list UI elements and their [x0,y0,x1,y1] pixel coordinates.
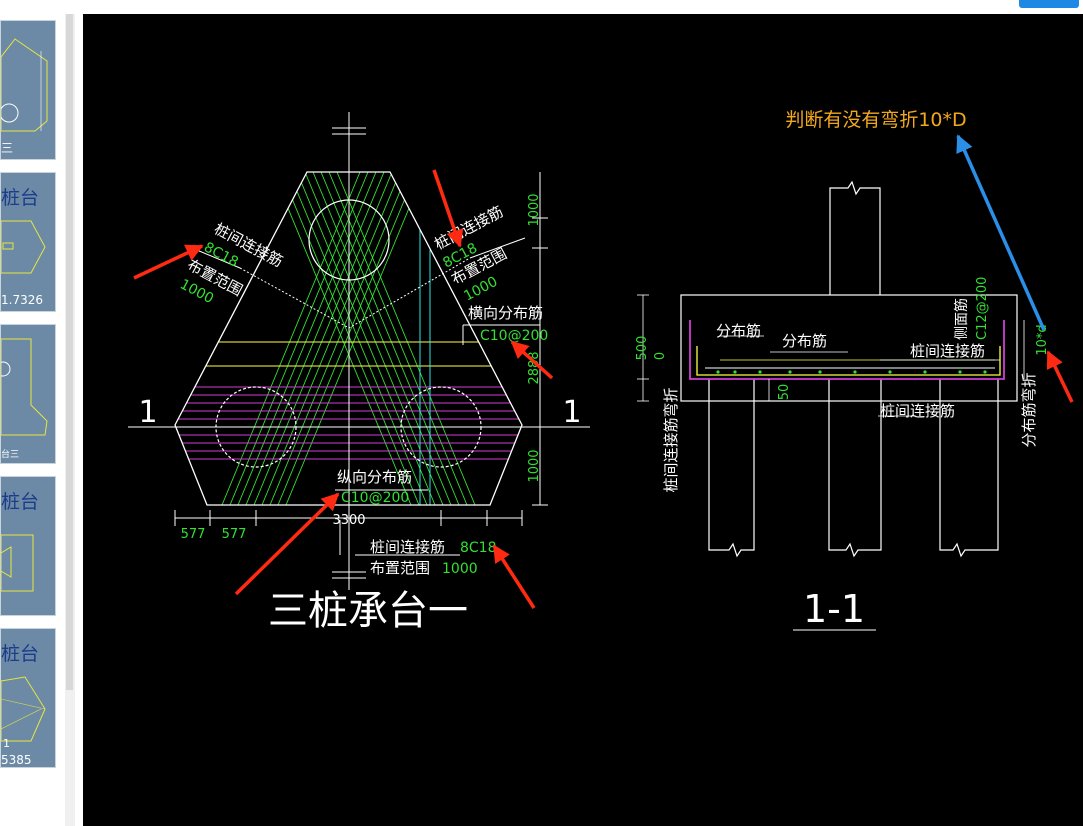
annotation-text: 判断有没有弯折10*D [785,109,966,131]
thumbnail-preview [1,534,34,592]
top-bar [0,0,1083,14]
section-connection-label-bottom: 桩间连接筋 [880,402,955,420]
svg-text:1: 1 [3,737,10,750]
thumbnail-3[interactable]: 台三 [0,324,56,464]
thumbnail-caption: 1.7326 [1,293,43,307]
side-bar-label: 侧面筋 [953,298,970,340]
thumbnail-preview [1,338,48,436]
longitudinal-label: 纵向分布筋 [337,468,412,486]
bottom-connection-spec: 8C18 [460,540,497,556]
transverse-label: 横向分布筋 [468,304,543,322]
thumbnail-caption: 台三 [1,450,20,460]
thumbnail-5[interactable]: 桩台 1 5385 [0,628,56,768]
right-vertical-label: 分布筋弯折 [1020,372,1038,447]
cad-drawing: 桩间连接筋 8C18 布置范围 1000 桩间连接筋 8C18 布置范围 100… [128,109,1074,634]
thumbnail-sidebar: 三 桩台 1.7326 台三 桩台 桩台 1 5385 [0,14,64,826]
section-distribution-label-2: 分布筋 [782,332,827,350]
red-arrow-section [1046,350,1074,403]
longitudinal-spec: C10@200 [341,490,409,506]
blue-arrow-annotation [956,134,1046,331]
left-vertical-label: 桩间连接筋弯折 [662,387,680,492]
red-arrow-bottom [492,544,536,609]
rebar-hatching [175,172,522,505]
thumbnail-2[interactable]: 桩台 1.7326 [0,172,56,312]
dim-top: 1000 [527,193,542,226]
section-distribution-label-1: 分布筋 [716,322,761,340]
thumbnail-1[interactable]: 三 [0,20,56,160]
dim-0: 0 [653,352,668,360]
thumbnail-preview [1,38,48,132]
thumbnail-title: 桩台 [1,187,40,209]
dim-577-right: 577 [222,527,247,542]
side-bar-spec: C12@200 [975,277,990,340]
section-view [637,180,1025,631]
bottom-connection-label: 桩间连接筋 [370,538,445,556]
section-title: 1-1 [803,587,865,631]
red-arrow-longitudinal [234,492,340,596]
dim-577-left: 577 [181,527,206,542]
section-connection-label-top: 桩间连接筋 [910,342,985,360]
thumbnail-preview: 1 [1,676,46,750]
thumbnail-preview [1,220,46,274]
top-action-button[interactable] [1019,0,1079,8]
thumbnail-caption: 5385 [1,753,32,767]
pile-cap-plan [128,112,590,590]
red-arrow-left [133,244,204,280]
transverse-spec: C10@200 [480,328,548,344]
bottom-range-label: 布置范围 [370,559,430,577]
sidebar-scrollbar-thumb[interactable] [66,14,73,690]
section-mark-left: 1 [138,395,157,430]
dim-50: 50 [777,384,792,401]
dim-width: 3300 [332,513,365,528]
bottom-range-value: 1000 [442,561,478,577]
section-mark-right: 1 [562,395,581,430]
panel-divider [76,14,82,826]
thumbnail-title: 桩台 [1,491,40,513]
right-vertical-spec: 10*d [1035,324,1050,355]
drawing-title: 三桩承台一 [268,588,468,634]
annotation-arrows [133,134,1074,609]
thumbnail-4[interactable]: 桩台 [0,476,56,616]
dim-bottom: 1000 [527,449,542,482]
red-arrow-top-right [432,169,464,248]
thumbnail-title: 桩台 [1,643,40,665]
thumbnail-caption: 三 [1,141,14,155]
dim-500: 500 [635,336,650,361]
red-arrow-transverse [510,340,554,380]
cad-drawing-canvas[interactable]: 桩间连接筋 8C18 布置范围 1000 桩间连接筋 8C18 布置范围 100… [83,14,1083,826]
